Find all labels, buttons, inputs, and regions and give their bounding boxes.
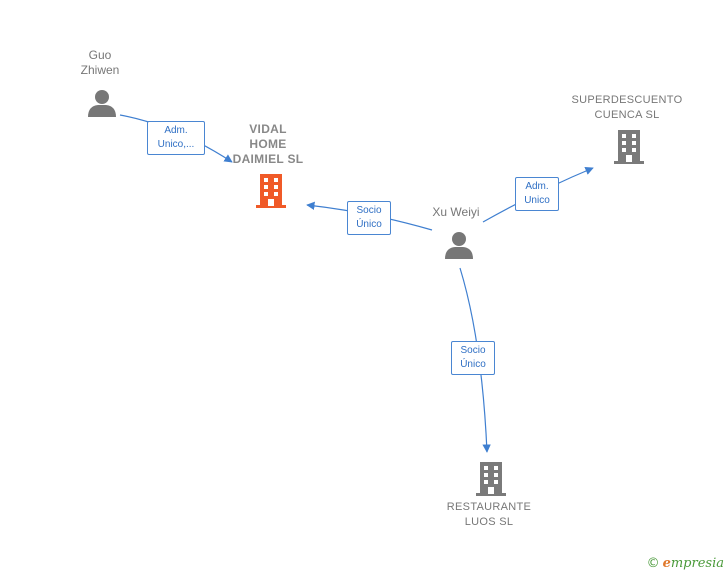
company-name-vidal: VIDAL HOME DAIMIEL SL [232,122,304,166]
edge-label-xu-vidal[interactable]: Socio Único [347,201,391,235]
building-icon-highlighted[interactable] [254,172,288,208]
edge-label-xu-super[interactable]: Adm. Unico [515,177,559,211]
building-icon[interactable] [612,128,646,164]
edge-label-guo-vidal[interactable]: Adm. Unico,... [147,121,205,155]
copyright-symbol: © [646,556,660,571]
building-icon[interactable] [474,460,508,496]
brand-name: mpresia [670,556,724,571]
person-icon[interactable] [444,230,474,260]
edge-label-xu-rest[interactable]: Socio Único [451,341,495,375]
brand-initial: e [662,556,671,571]
empresia-logo: ©empresia [647,556,724,571]
company-name-restaurante: RESTAURANTE LUOS SL [446,501,532,528]
person-name-xu: Xu Weiyi [432,205,480,219]
person-icon[interactable] [87,88,117,118]
person-name-guo: Guo Zhiwen [80,48,120,77]
company-name-superdescuento: SUPERDESCUENTO CUENCA SL [571,94,683,121]
